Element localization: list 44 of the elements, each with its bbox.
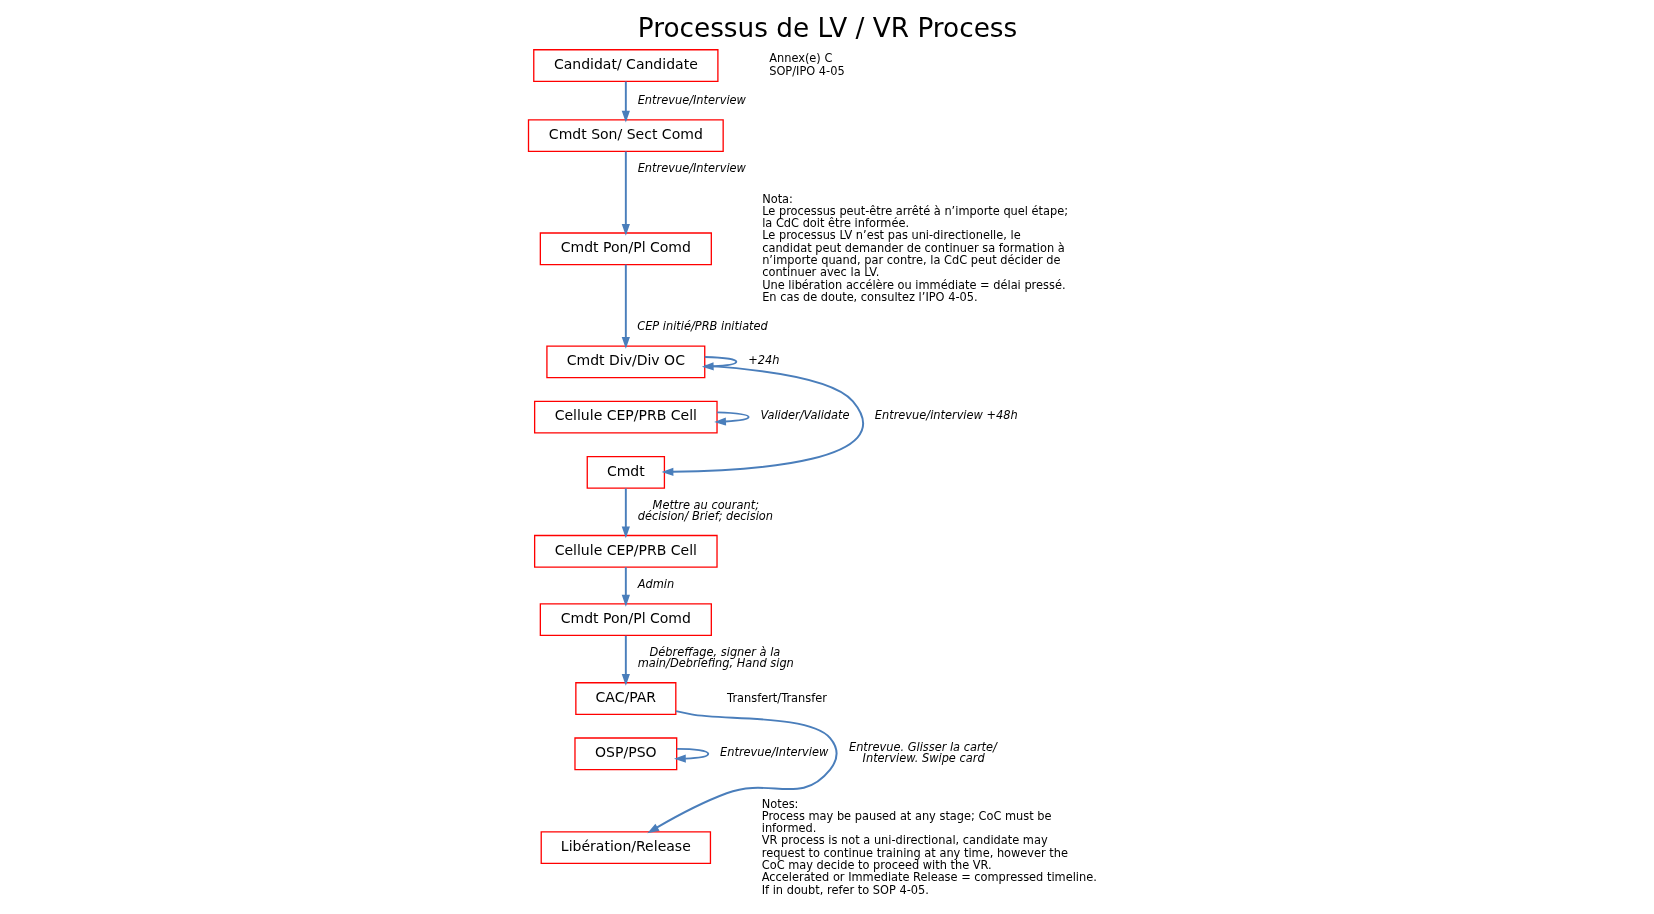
node-box: Cellule CEP/PRB Cell	[533, 400, 718, 434]
label: Une libération accélère ou immédiate = délai pressé.	[761, 277, 1066, 292]
node-box: Cmdt Pon/Pl Comd	[539, 232, 712, 266]
node-box: Cmdt	[586, 455, 665, 489]
arrow	[673, 747, 709, 763]
label: Annex(e) C	[768, 51, 832, 66]
arrow	[621, 487, 630, 539]
edge-label: Valider/Validate	[759, 408, 849, 423]
label: VR process is not a uni-directional, candidate may request to continue training at any time, however the CoC may decide to proceed with the VR.	[761, 833, 1068, 873]
edge-label: Entrevue/interview +48h	[874, 408, 1018, 423]
label: SOP/IPO 4-05	[768, 63, 845, 78]
node-box: Libération/Release	[540, 831, 711, 865]
arrow	[621, 150, 630, 236]
label: Notes:	[761, 796, 798, 811]
edge-label: Entrevue/Interview	[719, 744, 828, 759]
arrow	[713, 411, 750, 426]
label: Le processus LV n’est pas uni-directionelle, le candidat peut demander de continuer sa formation à n’importe quand, par contre, la CdC peut décider de continuer avec la LV.	[761, 228, 1065, 280]
node-box: Cmdt Son/ Sect Comd	[527, 119, 724, 153]
node-box: CAC/PAR	[574, 682, 676, 715]
label: Nota:	[761, 191, 793, 206]
edge-label: CEP initié/PRB initiated	[636, 318, 768, 333]
edge-label: Entrevue. Glisser la carte/ Interview. Swipe card	[848, 739, 997, 766]
label: Process may be paused at any stage; CoC must be informed.	[761, 808, 1051, 836]
node-box: Cmdt Div/Div OC	[545, 345, 705, 379]
edge-label: Entrevue/Interview	[637, 92, 746, 107]
arrow	[621, 566, 630, 607]
label: Transfert/Transfer	[726, 690, 827, 705]
edge-label: Débreffage, signer à la main/Debriefing, Hand sign	[637, 644, 794, 671]
node-box: OSP/PSO	[573, 737, 677, 771]
label: Le processus peut-être arrêté à n’importe quel étape; la CdC doit être informée.	[761, 203, 1068, 231]
arrow	[646, 710, 838, 834]
diagram-title: Processus de LV / VR Process	[637, 12, 1017, 43]
arrow	[621, 634, 630, 686]
node-box: Cmdt Pon/Pl Comd	[539, 603, 712, 637]
arrow	[621, 263, 630, 349]
edge-label: +24h	[747, 352, 779, 367]
edge-label: Admin	[637, 576, 674, 591]
label: If in doubt, refer to SOP 4-05.	[761, 882, 929, 897]
arrow	[621, 80, 630, 123]
node-box: Cellule CEP/PRB Cell	[533, 534, 718, 568]
node-box: Candidat/ Candidate	[532, 49, 719, 82]
edge-label: Mettre au courant; décision/ Brief; decision	[637, 497, 773, 524]
edge-label: Entrevue/Interview	[637, 160, 746, 175]
label: En cas de doute, consultez l’IPO 4-05.	[761, 289, 978, 304]
